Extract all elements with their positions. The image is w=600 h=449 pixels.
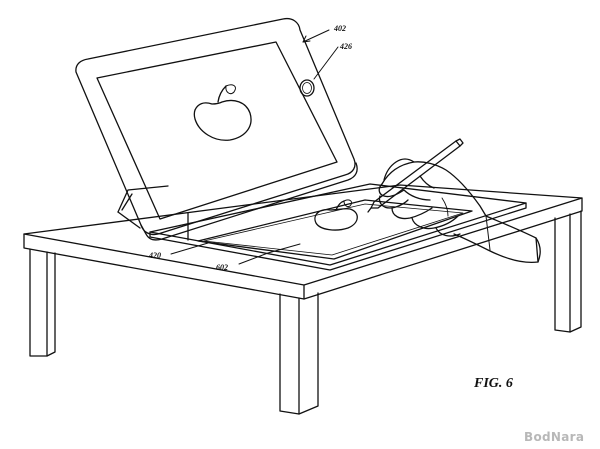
home-button: [299, 79, 315, 97]
leader-lines: [170, 29, 339, 265]
apple-icon: [314, 199, 358, 231]
table-leg-left: [29, 248, 48, 357]
table-front-edge: [23, 233, 305, 300]
apple-icon: [193, 84, 252, 141]
stylus-icon: [367, 138, 464, 213]
table-leg-front: [279, 293, 300, 415]
watermark-logo: BodNara: [524, 430, 585, 444]
table-right-edge: [303, 197, 583, 300]
ref-label-402: 402: [334, 24, 346, 33]
drawing-surface: [197, 199, 473, 260]
table: [23, 184, 583, 415]
ref-label-420: 420: [149, 251, 161, 260]
tablet-outer: [75, 17, 356, 236]
ref-label-602: 602: [216, 263, 228, 272]
cover: [117, 183, 527, 271]
tablet: [75, 17, 358, 241]
hand-icon: [378, 158, 541, 264]
tablet-screen: [96, 41, 338, 220]
ref-label-426: 426: [340, 42, 352, 51]
figure-caption: FIG. 6: [474, 376, 513, 391]
table-leg-right: [554, 213, 571, 333]
